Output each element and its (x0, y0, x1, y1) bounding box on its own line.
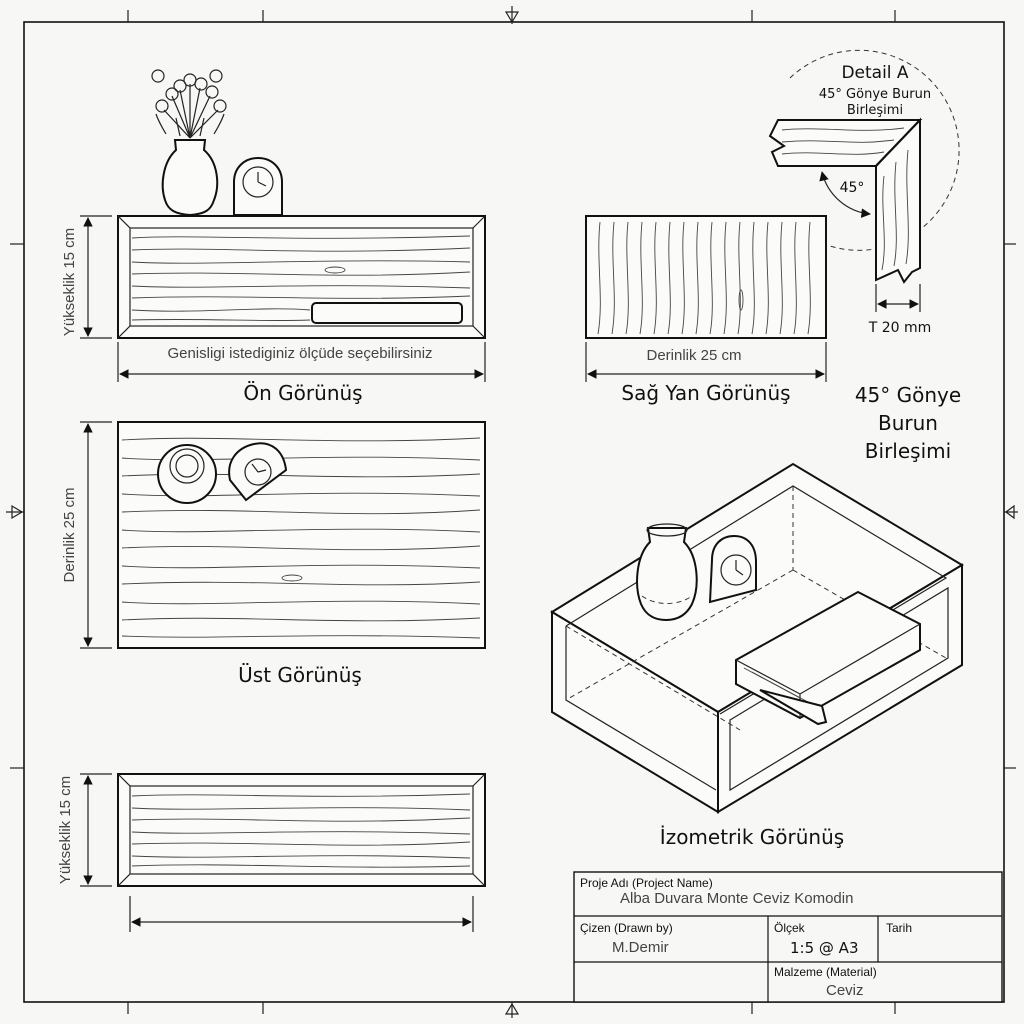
material-label: Malzeme (Material) (774, 965, 877, 979)
top-depth-label: Derinlik 25 cm (61, 487, 78, 582)
side-depth-label: Derinlik 25 cm (646, 347, 741, 364)
detail-thickness-label: T 20 mm (868, 320, 932, 336)
center-mark-top (504, 6, 520, 24)
iso-view-title: İzometrik Görünüş (660, 825, 844, 849)
miter-caption-2: Burun (878, 411, 938, 435)
drawn-by-value: M.Demir (612, 939, 669, 956)
center-mark-bottom (504, 1002, 520, 1018)
center-mark-left (6, 504, 24, 520)
scale-label: Ölçek (774, 921, 806, 935)
drawn-by-label: Çizen (Drawn by) (580, 921, 673, 935)
scale-value: 1:5 @ A3 (790, 939, 858, 957)
thickness-dimension (875, 284, 921, 312)
miter-joint-drawing (768, 117, 923, 284)
bottom-height-dimension (80, 773, 112, 887)
date-label: Tarih (886, 921, 912, 935)
flower-vase-icon (151, 69, 227, 217)
miter-caption-1: 45° Gönye (855, 383, 961, 407)
bottom-width-dimension (129, 896, 474, 932)
drawing-border (6, 6, 1018, 1018)
miter-caption-3: Birleşimi (865, 439, 951, 463)
side-depth-dimension (585, 342, 827, 382)
top-view-title: Üst Görünüş (238, 663, 362, 687)
detail-a-subtitle-1: 45° Gönye Burun (819, 87, 931, 102)
side-view-title: Sağ Yan Görünüş (621, 381, 790, 405)
front-width-dimension (117, 342, 486, 382)
center-mark-right (1004, 504, 1018, 520)
detail-angle-label: 45° (840, 180, 865, 196)
front-view: Yükseklik 15 cm Genisligi istediginiz öl… (61, 69, 486, 405)
top-view: Derinlik 25 cm Üst Görünüş (61, 421, 486, 687)
side-view: Derinlik 25 cm Sağ Yan Görünüş (585, 215, 827, 405)
front-width-note: Genisligi istediginiz ölçüde seçebilirsi… (167, 345, 432, 362)
front-height-dimension (80, 215, 112, 339)
detail-a: Detail A 45° Gönye Burun Birleşimi 45° T… (768, 49, 960, 336)
front-view-title: Ön Görünüş (243, 381, 362, 405)
book-icon (311, 302, 463, 324)
detail-a-subtitle-2: Birleşimi (847, 103, 903, 118)
top-clock-icon (228, 442, 288, 502)
top-vase-icon (157, 444, 217, 504)
iso-book-icon (735, 590, 921, 726)
detail-a-title: Detail A (841, 63, 908, 83)
front-shelf-box (117, 215, 486, 339)
title-block: Proje Adı (Project Name) Alba Duvara Mon… (573, 871, 1003, 1003)
table-clock-icon (233, 156, 283, 216)
bottom-view: Yükseklik 15 cm (57, 773, 486, 932)
project-name-value: Alba Duvara Monte Ceviz Komodin (620, 890, 853, 907)
bottom-height-label: Yükseklik 15 cm (57, 776, 74, 884)
front-height-label: Yükseklik 15 cm (61, 228, 78, 336)
project-name-label: Proje Adı (Project Name) (580, 876, 713, 890)
iso-vase-icon (636, 523, 698, 622)
iso-clock-icon (708, 534, 757, 604)
top-depth-dimension (80, 421, 112, 649)
material-value: Ceviz (826, 982, 864, 999)
isometric-view: İzometrik Görünüş (550, 462, 964, 849)
